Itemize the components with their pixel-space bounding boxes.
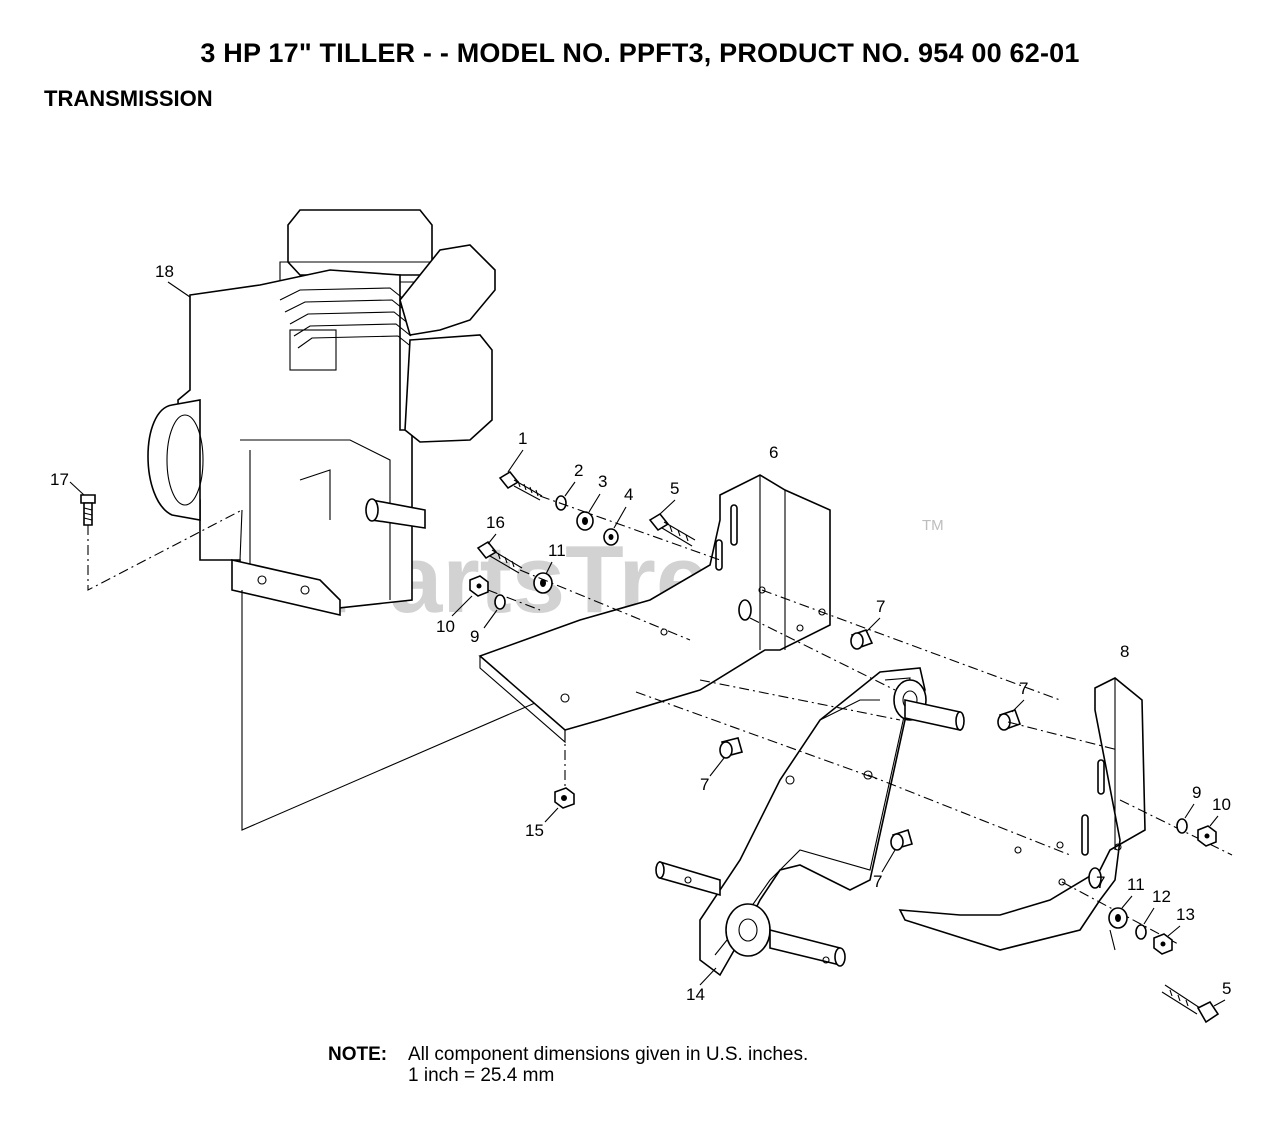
bolt-part-17[interactable] — [80, 494, 96, 526]
callout-8[interactable]: 8 — [1120, 642, 1129, 661]
callout-11[interactable]: 11 — [1127, 875, 1145, 894]
washer-part-11[interactable] — [533, 572, 553, 594]
watermark-trademark: TM — [922, 517, 944, 534]
washer-part-4[interactable] — [603, 528, 619, 546]
nut-part-15[interactable] — [554, 787, 575, 809]
callout-12[interactable]: 12 — [1152, 887, 1171, 906]
callout-9[interactable]: 9 — [1192, 783, 1201, 802]
dimension-note: NOTE: All component dimensions given in U… — [328, 1044, 808, 1086]
callout-10[interactable]: 10 — [436, 617, 455, 636]
callout-7[interactable]: 7 — [1019, 679, 1028, 698]
diagram-title: 3 HP 17" TILLER - - MODEL NO. PPFT3, PRO… — [200, 38, 1080, 68]
nut-part-10[interactable] — [1197, 825, 1217, 847]
callout-7[interactable]: 7 — [876, 597, 885, 616]
bolt-part-16[interactable] — [476, 540, 523, 574]
note-body: All component dimensions given in U.S. i… — [408, 1044, 808, 1086]
bolt-part-1[interactable] — [498, 470, 543, 501]
transmission-part-14[interactable] — [655, 667, 965, 977]
callout-5[interactable]: 5 — [1222, 979, 1231, 998]
lockwasher-part-12[interactable] — [1135, 924, 1147, 940]
lockwasher-part-9[interactable] — [494, 594, 506, 610]
callout-15[interactable]: 15 — [525, 821, 544, 840]
callout-2[interactable]: 2 — [574, 461, 583, 480]
callout-14[interactable]: 14 — [686, 985, 705, 1004]
nut-part-13[interactable] — [1153, 933, 1173, 955]
note-label: NOTE: — [328, 1044, 388, 1065]
washer-part-11[interactable] — [1108, 907, 1128, 929]
callout-4[interactable]: 4 — [624, 485, 633, 504]
callout-16[interactable]: 16 — [486, 513, 505, 532]
bolt-part-5[interactable] — [1161, 984, 1220, 1024]
callout-1[interactable]: 1 — [518, 429, 527, 448]
bolt-part-5[interactable] — [648, 512, 696, 547]
engine-part-18[interactable] — [147, 209, 496, 617]
lockwasher-part-9[interactable] — [1176, 818, 1188, 834]
note-line-2: 1 inch = 25.4 mm — [408, 1065, 555, 1086]
note-line-1: All component dimensions given in U.S. i… — [408, 1044, 809, 1065]
callout-18[interactable]: 18 — [155, 262, 174, 281]
left-bracket-part-6[interactable] — [478, 474, 831, 744]
callout-7[interactable]: 7 — [700, 775, 709, 794]
callout-6[interactable]: 6 — [769, 443, 778, 462]
nut-part-10[interactable] — [469, 575, 489, 597]
callout-10[interactable]: 10 — [1212, 795, 1231, 814]
washer-part-3[interactable] — [576, 511, 594, 531]
callout-17[interactable]: 17 — [50, 470, 69, 489]
right-bracket-part-8[interactable] — [898, 677, 1146, 951]
section-title: TRANSMISSION — [44, 86, 213, 111]
callout-5[interactable]: 5 — [670, 479, 679, 498]
callout-3[interactable]: 3 — [598, 472, 607, 491]
callout-13[interactable]: 13 — [1176, 905, 1195, 924]
callout-7[interactable]: 7 — [873, 872, 882, 891]
callout-7[interactable]: 7 — [1096, 873, 1105, 892]
callout-9[interactable]: 9 — [470, 627, 479, 646]
callout-11[interactable]: 11 — [548, 541, 566, 560]
